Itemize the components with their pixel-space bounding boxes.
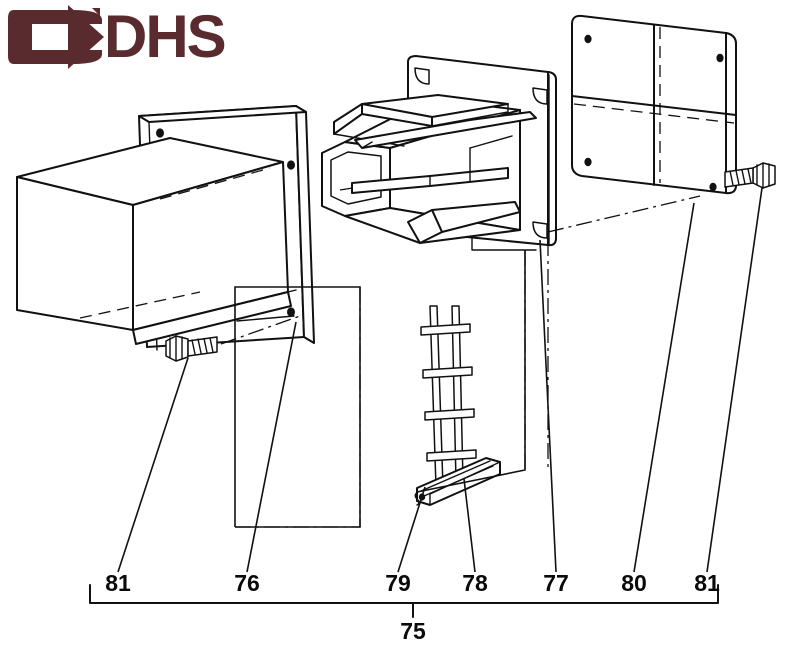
linkage-rung-4 bbox=[426, 449, 477, 462]
callout-label-79: 79 bbox=[385, 570, 411, 596]
screw-left-shaft bbox=[187, 336, 218, 357]
part-81-screw-right bbox=[724, 162, 776, 189]
duct-box-top-crease bbox=[159, 167, 271, 200]
duct-box-lip-detail bbox=[226, 289, 297, 308]
flange-hole-br bbox=[287, 307, 295, 317]
linkage-rung-1 bbox=[420, 323, 471, 336]
dhs-logo: DHS bbox=[8, 4, 278, 70]
louver-vane-2-tip bbox=[361, 141, 373, 149]
part-81-screw-left bbox=[165, 315, 301, 362]
louver-vane-4-edge bbox=[441, 211, 521, 233]
callout-label-81-left: 81 bbox=[105, 570, 131, 596]
slide-bar-groove-1 bbox=[420, 460, 491, 492]
mount-plate-edge bbox=[547, 71, 557, 247]
part-80-grille-plate bbox=[547, 14, 737, 233]
screw-left-head-facets bbox=[169, 335, 183, 362]
flange-hole-tl bbox=[156, 128, 164, 138]
plate-slot-tl bbox=[414, 67, 430, 85]
part-79-linkage-rod bbox=[420, 305, 477, 488]
logo-wordmark: DHS bbox=[104, 3, 227, 70]
leader-77 bbox=[539, 239, 557, 573]
assembly-bracket-75 bbox=[89, 584, 719, 618]
grille-hole-bl bbox=[584, 157, 592, 167]
assembly-label-75: 75 bbox=[400, 618, 426, 644]
part-76-duct-box bbox=[16, 105, 315, 351]
flange-hole-tr bbox=[287, 160, 295, 170]
mount-plate-bracket bbox=[471, 237, 537, 251]
reference-centerlines bbox=[234, 240, 549, 528]
leader-79 bbox=[397, 486, 426, 573]
screw-left-centerline bbox=[220, 315, 301, 345]
louver-vane-1-leaf bbox=[333, 103, 363, 135]
callout-label-77: 77 bbox=[543, 570, 569, 596]
grille-hole-tr bbox=[716, 53, 724, 63]
duct-flange-plate-top bbox=[138, 105, 307, 123]
duct-box-tab bbox=[236, 315, 295, 322]
plate-slot-tr bbox=[532, 87, 548, 105]
ref-outline-left-upper bbox=[234, 286, 306, 527]
slide-bar-coil bbox=[414, 491, 420, 506]
part-77-louver-duct-plate bbox=[321, 55, 557, 251]
grille-divider-horizontal bbox=[571, 95, 737, 116]
callout-label-78: 78 bbox=[462, 570, 488, 596]
bracket-75-outline bbox=[89, 584, 719, 604]
part-78-slide-bar bbox=[414, 457, 501, 506]
callout-label-81-right: 81 bbox=[694, 570, 720, 596]
leader-81-right bbox=[706, 187, 763, 573]
leader-78 bbox=[463, 478, 476, 573]
logo-arrow-mark bbox=[8, 5, 104, 69]
linkage-rung-2 bbox=[422, 366, 473, 379]
duct-box-lip-left bbox=[132, 329, 137, 345]
callout-label-76: 76 bbox=[234, 570, 260, 596]
linkage-rung-3 bbox=[424, 408, 475, 421]
leader-80 bbox=[633, 202, 695, 573]
grille-hole-tl bbox=[584, 34, 592, 44]
screw-left-threads bbox=[191, 337, 214, 355]
louver-vane-4-leaf bbox=[407, 209, 443, 244]
callout-leader-lines bbox=[117, 187, 763, 573]
duct-box-left-face bbox=[16, 176, 134, 331]
leader-76 bbox=[246, 321, 297, 573]
louver-duct-opening bbox=[330, 151, 382, 205]
screw-right-head-facets bbox=[756, 162, 770, 189]
duct-box-bottom-crease bbox=[79, 291, 201, 319]
louver-vane-3-riser-top bbox=[469, 135, 513, 149]
callout-label-80: 80 bbox=[621, 570, 647, 596]
screw-right-threads bbox=[729, 168, 752, 186]
grille-divider-horizontal-shadow bbox=[573, 103, 735, 124]
grille-hole-br bbox=[709, 182, 717, 192]
plate-slot-br bbox=[532, 221, 548, 239]
grille-centerline bbox=[547, 195, 701, 233]
leader-81-left bbox=[117, 357, 189, 573]
slide-bar-top-edge bbox=[429, 461, 501, 506]
